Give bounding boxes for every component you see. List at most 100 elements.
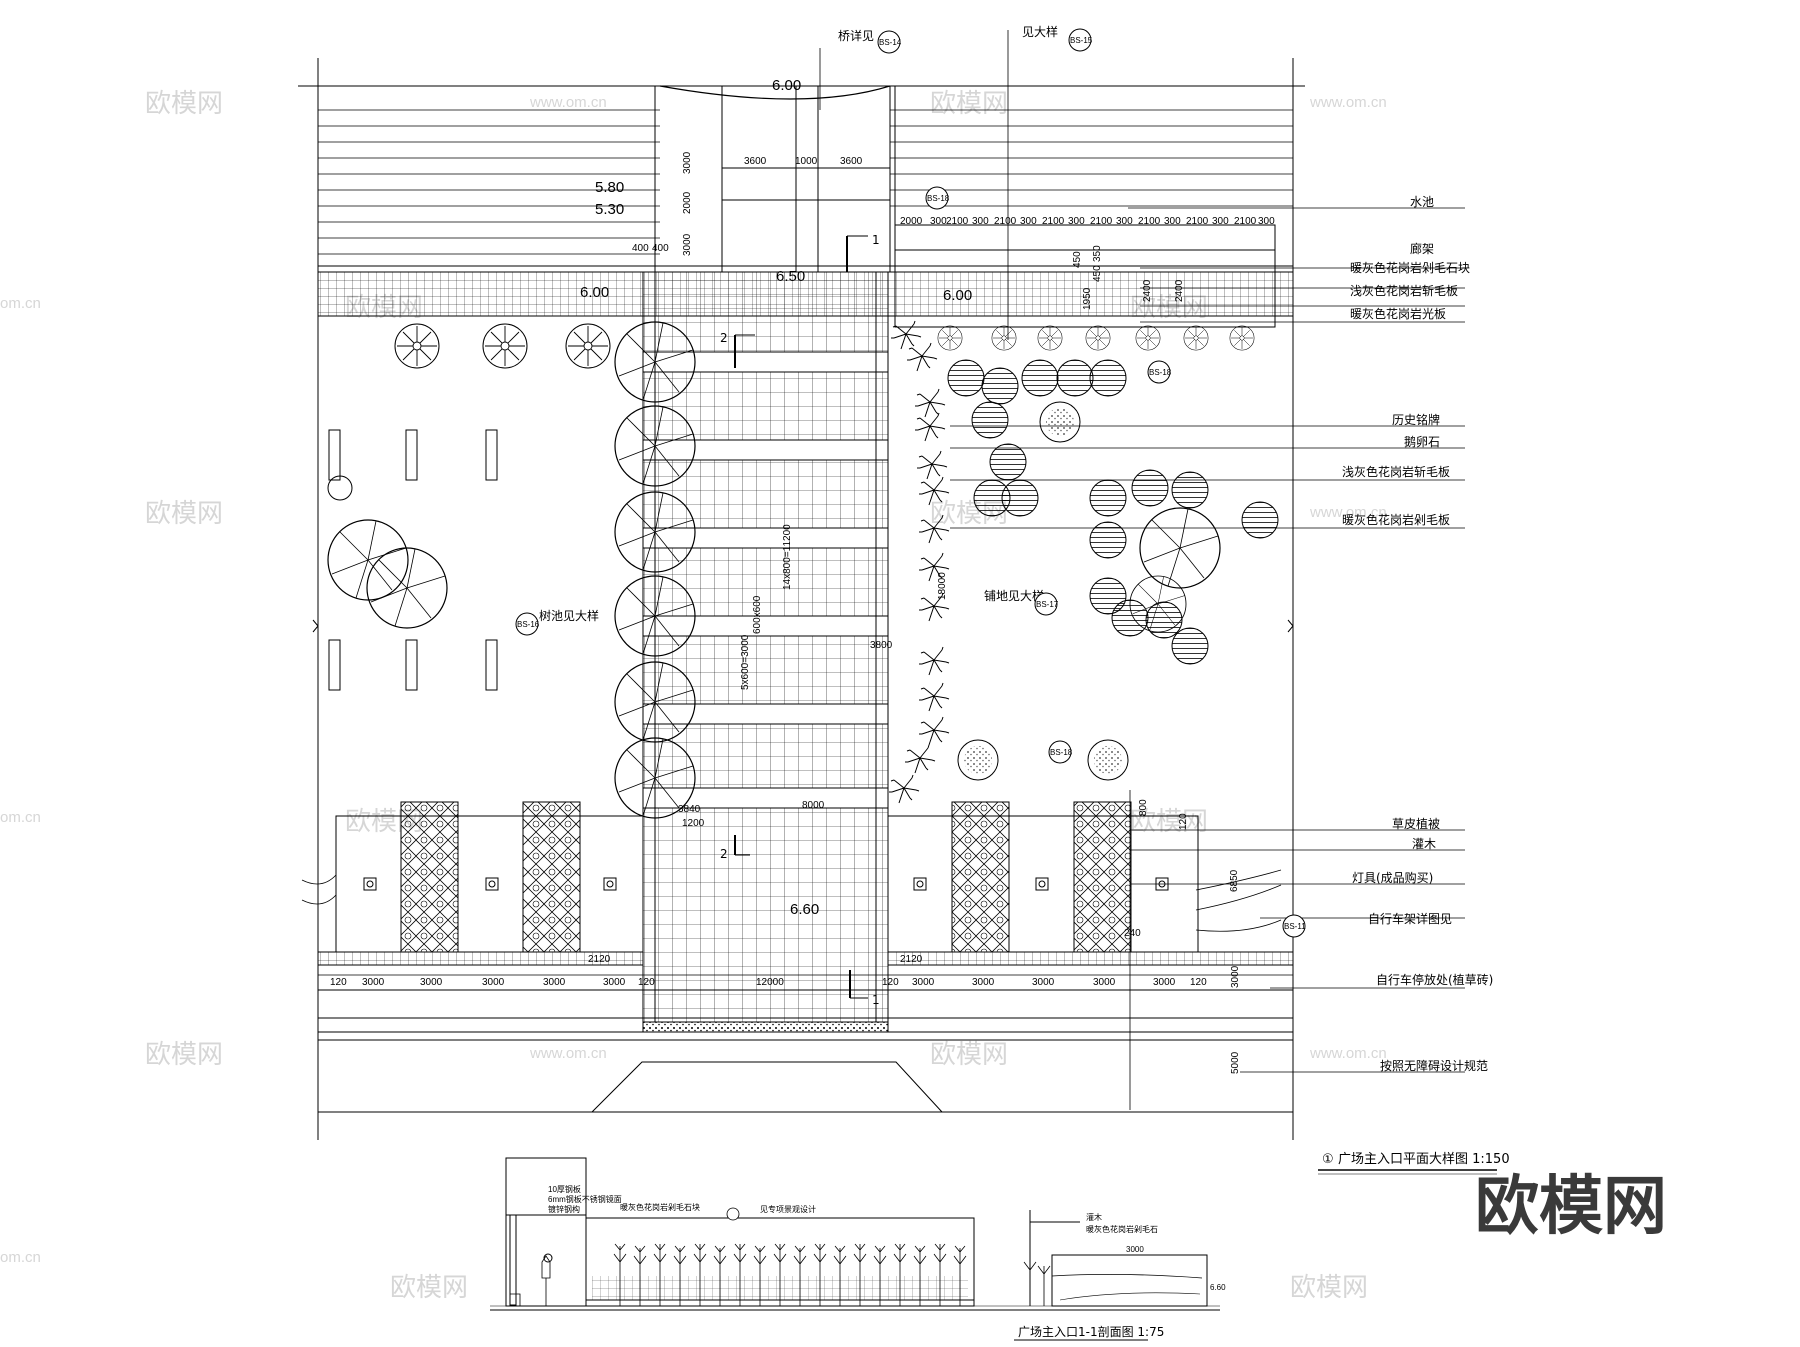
- elevation-mark: 6.00: [580, 284, 609, 301]
- dim-text: 12000: [756, 977, 784, 988]
- dim-text: 3000: [603, 977, 626, 988]
- section-annotations: 10厚钢板 6mm钢板不锈钢镜面 镀锌钢构 暖灰色花岗岩剁毛石块 见专项景观设计…: [548, 1184, 1226, 1341]
- section-note: 暖灰色花岗岩剁毛石: [1086, 1224, 1158, 1234]
- section-note: 灌木: [1086, 1212, 1102, 1222]
- section-mark: 2: [720, 331, 728, 345]
- dim-text: 300: [1116, 216, 1133, 227]
- dim-text: 3000: [482, 977, 505, 988]
- section-note: 3000: [1126, 1245, 1144, 1254]
- dim-text: 3000: [1093, 977, 1116, 988]
- watermark-url: www.om.cn: [1309, 94, 1387, 111]
- dim-text: 2400: [1142, 279, 1153, 302]
- callout-label: 暖灰色花岗岩剁毛板: [1342, 512, 1450, 527]
- elevation-mark: 5.30: [595, 201, 624, 218]
- dim-text: 800: [1138, 799, 1149, 816]
- dim-text: 1000: [795, 156, 818, 167]
- elevation-mark: 6.50: [776, 268, 805, 285]
- plan-drawing: [298, 30, 1465, 1140]
- ref-bs18b: BS-18: [1149, 368, 1172, 377]
- dim-text: 3000: [682, 151, 693, 174]
- dim-text: 120: [1178, 813, 1189, 830]
- dim-text: 300: [972, 216, 989, 227]
- plan-title-number: ①: [1322, 1152, 1334, 1167]
- watermark-url: om.cn: [0, 809, 41, 826]
- dim-text: 2000: [900, 216, 923, 227]
- ref-paving-label: 铺地见大样: [984, 588, 1044, 603]
- ref-bridge-label: 桥详见: [838, 28, 874, 43]
- dim-text: 6850: [1229, 869, 1240, 892]
- section-plants: [592, 1207, 1051, 1306]
- callout-label: 历史铭牌: [1392, 412, 1440, 427]
- dim-text: 3800: [870, 640, 893, 651]
- dim-text: 120: [882, 977, 899, 988]
- watermark-url: www.om.cn: [1309, 1045, 1387, 1062]
- section-note: 6.60: [1210, 1283, 1226, 1292]
- ref-treepit-label: 树池见大样: [539, 608, 599, 623]
- plan-title-text: 广场主入口平面大样图 1:150: [1338, 1152, 1510, 1167]
- ref-bs14: BS-14: [879, 38, 902, 47]
- section-note: 暖灰色花岗岩剁毛石块: [620, 1202, 700, 1212]
- dim-text: 120: [330, 977, 347, 988]
- dim-text: 450: [1072, 251, 1083, 268]
- section-note: 10厚钢板: [548, 1184, 581, 1194]
- dim-text: 600x600: [752, 595, 763, 634]
- callout-label: 暖灰色花岗岩光板: [1350, 306, 1446, 321]
- dim-text: 300: [930, 216, 947, 227]
- dim-text: 2100: [946, 216, 969, 227]
- dim-text: 1950: [1082, 287, 1093, 310]
- dim-text: 2100: [1186, 216, 1209, 227]
- elevation-mark: 6.60: [790, 901, 819, 918]
- brand-logo: 欧模网: [1475, 1170, 1667, 1244]
- callout-label: 草皮植被: [1392, 816, 1440, 831]
- callout-label: 灯具(成品购买): [1352, 870, 1433, 885]
- dim-text: 300: [1212, 216, 1229, 227]
- section-title: 广场主入口1-1剖面图 1:75: [1018, 1325, 1164, 1339]
- callout-label: 廊架: [1410, 241, 1434, 256]
- watermark-url: www.om.cn: [529, 94, 607, 111]
- section-mark: 2: [720, 847, 728, 861]
- plan-annotations: 桥详见 BS-14 见大样 BS-15 BS-18 BS-18 BS-18 树池…: [330, 24, 1493, 1074]
- watermark-text: 欧模网: [145, 89, 223, 119]
- dim-text: 3000: [420, 977, 443, 988]
- dim-text: 300: [1020, 216, 1037, 227]
- dim-text: 2100: [1042, 216, 1065, 227]
- dim-text: 2120: [900, 954, 923, 965]
- dim-text: 120: [1190, 977, 1207, 988]
- dim-text: 3000: [362, 977, 385, 988]
- dim-text: 2100: [994, 216, 1017, 227]
- dim-text: 240: [1124, 928, 1141, 939]
- dim-text: 3840: [678, 804, 701, 815]
- dim-text: 3000: [1153, 977, 1176, 988]
- elevation-mark: 5.80: [595, 179, 624, 196]
- dim-text: 5000: [1230, 1051, 1241, 1074]
- dim-text: 2400: [1174, 279, 1185, 302]
- watermark-text: 欧模网: [1290, 1273, 1368, 1303]
- watermark-url: om.cn: [0, 295, 41, 312]
- dim-text: 3000: [682, 233, 693, 256]
- callout-label: 自行车停放处(植草砖): [1376, 972, 1493, 987]
- callout-label: 自行车架详图见: [1368, 911, 1452, 926]
- dim-text: 2120: [588, 954, 611, 965]
- dim-text: 450: [1092, 265, 1103, 282]
- section-mark: 1: [872, 233, 880, 247]
- ref-bs18c: BS-18: [1050, 748, 1073, 757]
- dim-text: 2100: [1090, 216, 1113, 227]
- dim-text: 3000: [1230, 965, 1241, 988]
- ref-bs11: BS-11: [1284, 922, 1306, 931]
- elevation-mark: 6.00: [772, 77, 801, 94]
- section-note: 见专项景观设计: [760, 1204, 816, 1214]
- callout-label: 按照无障碍设计规范: [1380, 1058, 1488, 1073]
- watermark-text: 欧模网: [930, 1040, 1008, 1070]
- callout-label: 浅灰色花岗岩斩毛板: [1350, 283, 1458, 298]
- watermark-text: 欧模网: [1130, 807, 1208, 837]
- dim-text: 3600: [744, 156, 767, 167]
- ref-seedetail-label: 见大样: [1022, 24, 1058, 39]
- dim-text: 2000: [682, 191, 693, 214]
- section-mark: 1: [872, 993, 880, 1007]
- callout-label: 暖灰色花岗岩剁毛石块: [1350, 260, 1470, 275]
- watermark-text: 欧模网: [145, 1040, 223, 1070]
- dim-text: 300: [1068, 216, 1085, 227]
- dim-text: 350: [1092, 245, 1103, 262]
- watermark-url: www.om.cn: [529, 1045, 607, 1062]
- dim-text: 300: [1258, 216, 1275, 227]
